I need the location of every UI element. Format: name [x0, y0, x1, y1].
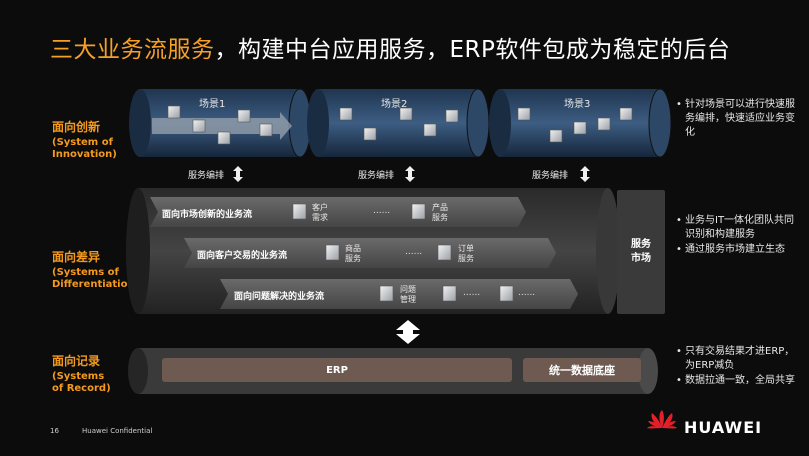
unified-data-foundation-bar: 统一数据底座 [523, 358, 641, 382]
scene-cylinder-2 [307, 88, 490, 158]
bullet-item: 只有交易结果才进ERP，为ERP减负 [676, 345, 801, 373]
erp-bar: ERP [162, 358, 512, 382]
page-title: 三大业务流服务，构建中台应用服务，ERP软件包成为稳定的后台 [50, 30, 730, 64]
title-highlight: 三大业务流服务 [50, 37, 215, 63]
confidential-note: Huawei Confidential [82, 427, 153, 435]
flow-3-dots-1: ...... [463, 288, 481, 298]
flow-2-dots: ...... [405, 247, 423, 257]
flow-label-customer-transaction: 面向客户交易的业务流 [197, 251, 288, 261]
orchestration-label-1: 服务编排 [188, 171, 225, 181]
flow-2-item-1: 商品服务 [345, 244, 361, 263]
tier-label-innovation: 面向创新 (System of Innovation) [52, 120, 117, 160]
flow-3-item-1: 问题管理 [400, 285, 416, 304]
bullet-item: 数据拉通一致，全局共享 [676, 374, 801, 388]
flow-3-dots-2: ...... [518, 288, 536, 298]
tier-label-differentiation: 面向差异 (Systems of Differentiation) [52, 250, 140, 290]
scene-label-3: 场景3 [564, 99, 591, 110]
flow-1-item-2: 产品服务 [432, 203, 448, 222]
orchestration-label-3: 服务编排 [532, 171, 569, 181]
bullet-item: 业务与IT一体化团队共同识别和构建服务 [676, 214, 801, 242]
bullet-item: 通过服务市场建立生态 [676, 243, 801, 257]
double-arrow-icon-center [396, 320, 420, 344]
scene-label-1: 场景1 [199, 99, 226, 110]
bullet-item: 针对场景可以进行快速服务编排，快速适应业务变化 [676, 98, 801, 140]
scene-cylinder-1 [129, 88, 312, 158]
cube-icons-flows [292, 203, 514, 302]
bullets-differentiation: 业务与IT一体化团队共同识别和构建服务 通过服务市场建立生态 [676, 214, 801, 258]
flow-2-item-2: 订单服务 [458, 244, 474, 263]
scene-label-2: 场景2 [381, 99, 408, 110]
cube-icons-scene-3 [517, 107, 633, 143]
flow-1-dots: ...... [373, 206, 391, 216]
orchestration-label-2: 服务编排 [358, 171, 395, 181]
cube-icons-scene-2 [339, 107, 459, 141]
service-market-box: 服务市场 [617, 190, 665, 314]
flow-label-market-innovation: 面向市场创新的业务流 [162, 210, 253, 220]
huawei-logo-icon [647, 410, 677, 429]
page-number: 16 [50, 427, 59, 435]
title-rest: ，构建中台应用服务，ERP软件包成为稳定的后台 [214, 37, 731, 63]
tier-label-record: 面向记录 (Systems of Record) [52, 354, 111, 394]
bullets-innovation: 针对场景可以进行快速服务编排，快速适应业务变化 [676, 98, 801, 141]
flow-label-problem-solving: 面向问题解决的业务流 [234, 292, 325, 302]
flow-1-item-1: 客户需求 [312, 203, 328, 222]
flow-arrows [150, 197, 578, 309]
bullets-record: 只有交易结果才进ERP，为ERP减负 数据拉通一致，全局共享 [676, 345, 801, 389]
brand-wordmark: HUAWEI [684, 418, 763, 437]
cube-icons-scene-1 [167, 105, 273, 145]
double-arrow-icons-orchestration [233, 166, 590, 182]
